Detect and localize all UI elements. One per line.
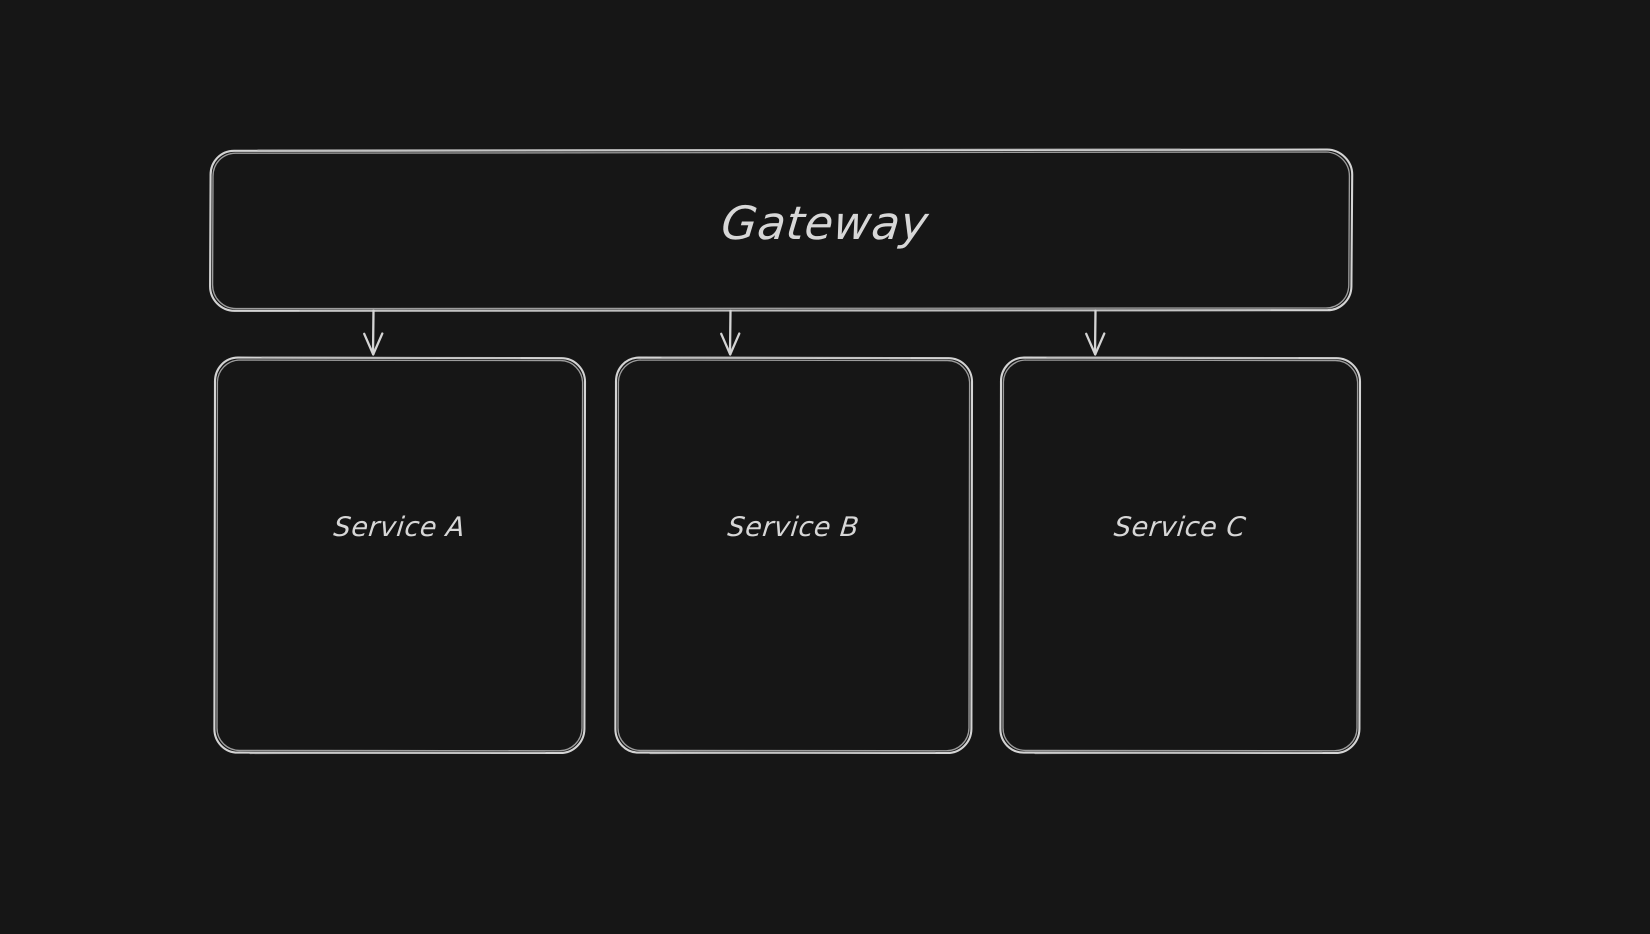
node-service-c[interactable] — [1000, 357, 1360, 753]
edge-gateway-to-service-c[interactable] — [1085, 309, 1106, 356]
node-service-a[interactable] — [214, 357, 585, 753]
node-service-c-shape[interactable] — [999, 356, 1362, 755]
node-service-a-shape[interactable] — [213, 356, 587, 755]
node-service-b[interactable] — [615, 357, 972, 753]
node-gateway-shape[interactable] — [209, 148, 1354, 312]
node-service-b-shape[interactable] — [614, 356, 974, 755]
edge-gateway-to-service-b[interactable] — [720, 309, 741, 356]
edge-gateway-to-service-a[interactable] — [363, 309, 384, 356]
node-gateway[interactable] — [210, 150, 1352, 310]
